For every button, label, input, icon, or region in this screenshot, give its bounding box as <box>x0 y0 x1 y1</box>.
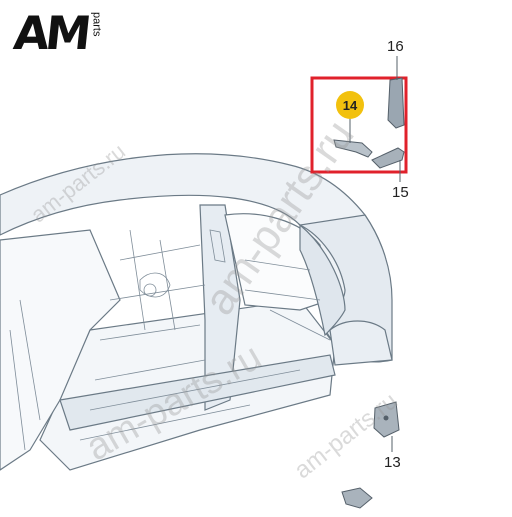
highlight-box <box>310 76 408 174</box>
car-body-shell <box>0 153 393 471</box>
callout-16: 16 <box>387 38 404 55</box>
callout-13: 13 <box>384 454 401 471</box>
part-14-bracket[interactable] <box>333 139 373 158</box>
callout-15: 15 <box>392 184 409 201</box>
brand-logo: AM parts <box>11 6 103 60</box>
callout-14-badge[interactable]: 14 <box>336 91 364 119</box>
logo-am-text: AM <box>11 6 91 60</box>
part-15-bracket[interactable] <box>371 147 405 169</box>
car-body-details <box>9 229 331 451</box>
logo-parts-text: parts <box>90 12 103 37</box>
part-16-panel[interactable] <box>387 77 405 129</box>
part-bottom-bracket[interactable] <box>341 487 373 509</box>
